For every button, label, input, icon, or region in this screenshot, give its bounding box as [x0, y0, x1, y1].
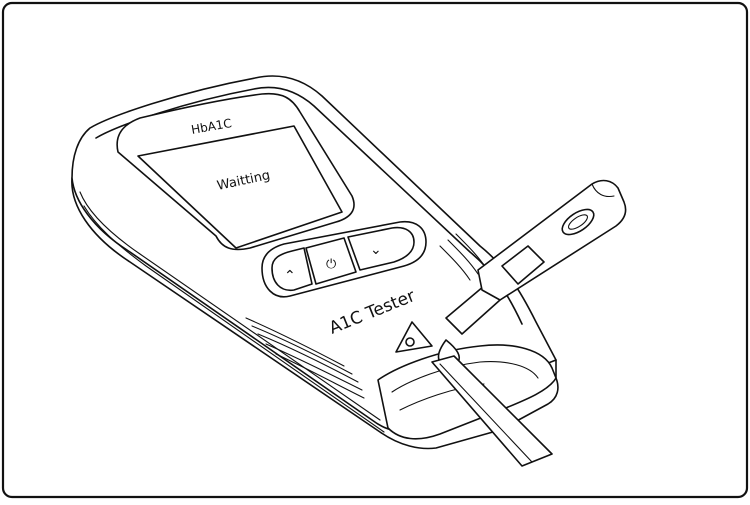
- sample-indicator-icon: [395, 321, 433, 353]
- up-button-shape: [271, 247, 313, 292]
- test-card-sample-well-inner: [567, 214, 589, 230]
- power-icon: ⏻: [326, 257, 336, 272]
- side-grip-stripes-left: [245, 317, 365, 399]
- body-lower-contour-2: [83, 205, 385, 433]
- display-screen: [137, 125, 343, 249]
- test-card: [445, 179, 627, 335]
- display-area: HbA1C Waitting: [116, 92, 355, 251]
- down-button-shape: [347, 226, 415, 271]
- up-button[interactable]: ⌃: [271, 247, 313, 292]
- down-button[interactable]: ⌄: [347, 226, 415, 271]
- down-arrow-icon: ⌄: [370, 242, 382, 258]
- tray-inner: [391, 361, 539, 393]
- body-lower-contour: [79, 191, 381, 421]
- up-arrow-icon: ⌃: [284, 268, 296, 284]
- sampling-stick-edge: [439, 363, 533, 463]
- brand-label: HbA1C: [190, 116, 233, 137]
- test-card-window: [501, 245, 545, 285]
- sampling-stick: [431, 355, 553, 467]
- power-button[interactable]: ⏻: [305, 237, 357, 285]
- test-card-tip-notch: [591, 183, 615, 198]
- sampling-stick-body: [431, 355, 553, 467]
- power-button-shape: [305, 237, 357, 285]
- test-card-sample-well: [561, 208, 595, 236]
